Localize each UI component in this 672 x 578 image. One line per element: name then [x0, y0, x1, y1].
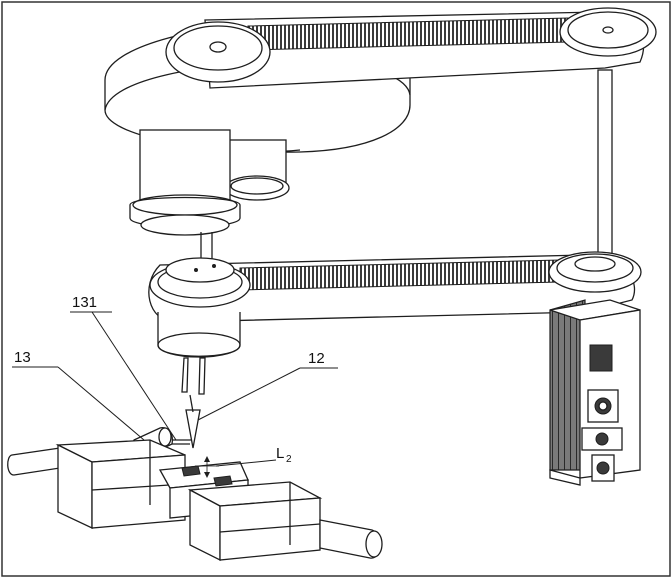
servo-motor — [549, 299, 641, 486]
label-l2-subscript: 2 — [286, 454, 292, 465]
label-13: 13 — [14, 349, 31, 366]
label-l2: L — [276, 445, 284, 462]
upper-belt-drive — [104, 7, 657, 271]
l2-dimension — [195, 456, 219, 478]
lower-right-pulley — [548, 251, 642, 293]
nozzles — [181, 357, 206, 449]
label-12: 12 — [308, 350, 325, 367]
lower-belt-drive — [148, 251, 642, 358]
callouts: 131 13 12 L 2 — [12, 294, 338, 467]
label-131: 131 — [72, 294, 97, 311]
slide-rail — [7, 439, 383, 562]
lower-cylinder-right — [224, 139, 290, 201]
vertical-shaft — [597, 69, 613, 271]
lower-cylinder-left — [129, 129, 241, 236]
